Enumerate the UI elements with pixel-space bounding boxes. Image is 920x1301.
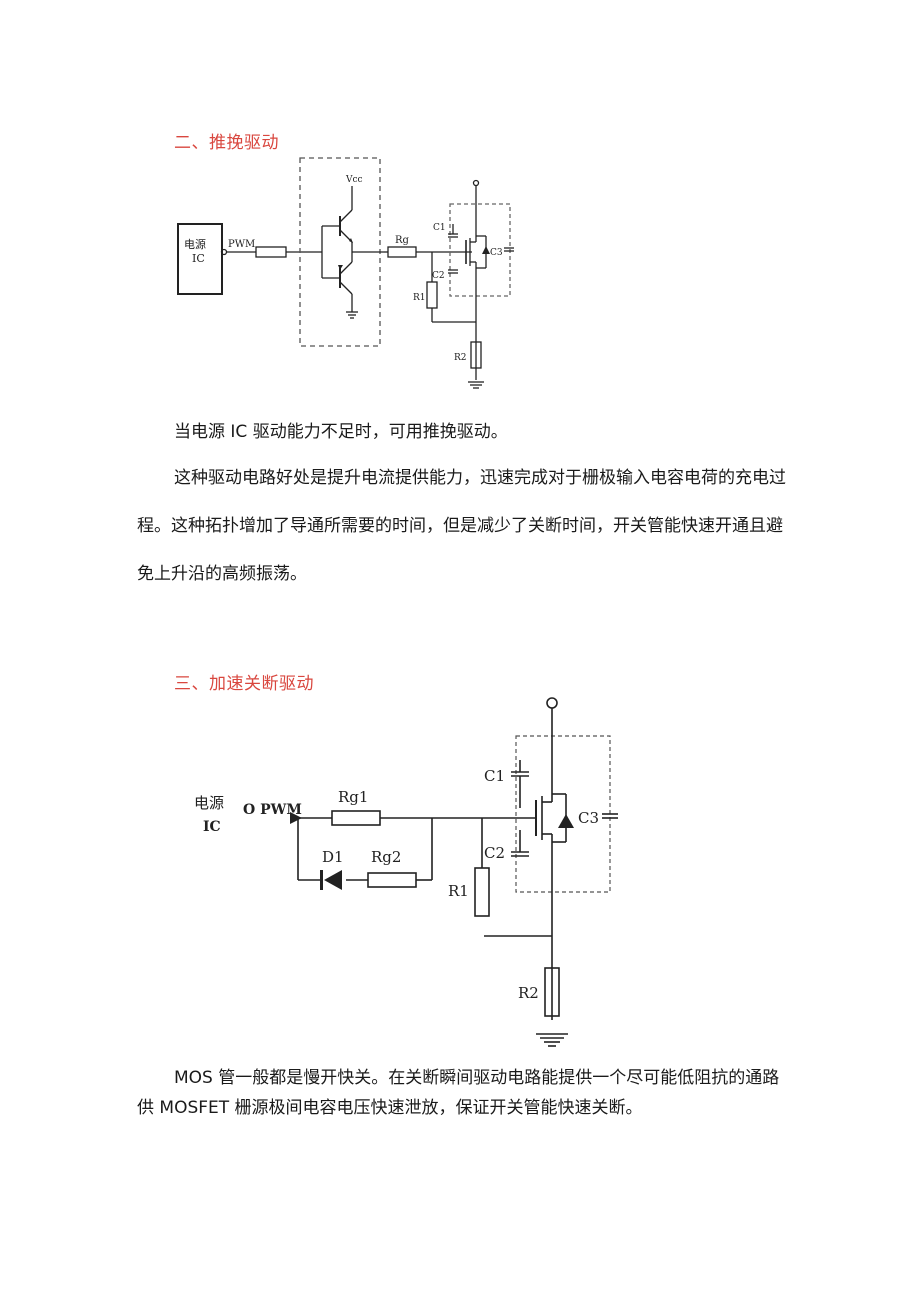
c2-label: C2 <box>432 271 445 281</box>
c2-label: C2 <box>484 844 505 862</box>
pwm-label: O PWM <box>243 802 302 818</box>
r1-label: R1 <box>413 293 426 303</box>
ic-label-line1: 电源 <box>194 794 224 812</box>
r2-label: R2 <box>454 353 467 363</box>
push-pull-circuit-diagram: 电源 IC PWM Vcc Rg C1 C2 C3 R1 R2 <box>177 157 514 389</box>
section-3-paragraph-line-1: MOS 管一般都是慢开快关。在关断瞬间驱动电路能提供一个尽可能低阻抗的通路 <box>174 1068 780 1088</box>
r2-label: R2 <box>518 984 539 1002</box>
ic-label-line1: 电源 <box>184 237 206 251</box>
fast-turnoff-circuit-diagram: 电源 IC O PWM Rg1 Rg2 D1 C1 C2 C3 R1 R2 <box>194 697 618 1047</box>
pwm-label: PWM <box>228 239 255 250</box>
c1-label: C1 <box>484 767 505 785</box>
rg2-label: Rg2 <box>371 848 401 866</box>
section-2-paragraph-1: 当电源 IC 驱动能力不足时，可用推挽驱动。 <box>174 422 508 442</box>
rg1-label: Rg1 <box>338 788 368 806</box>
c3-label: C3 <box>490 248 503 258</box>
section-2-paragraph-2-line-1: 这种驱动电路好处是提升电流提供能力，迅速完成对于栅极输入电容电荷的充电过 <box>174 468 786 488</box>
c1-label: C1 <box>433 223 446 233</box>
vcc-label: Vcc <box>345 175 363 185</box>
section-3-paragraph-line-2: 供 MOSFET 栅源极间电容电压快速泄放，保证开关管能快速关断。 <box>137 1098 643 1118</box>
rg-label: Rg <box>395 235 410 246</box>
section-2-heading: 二、推挽驱动 <box>174 133 279 153</box>
c3-label: C3 <box>578 809 599 827</box>
section-3-heading: 三、加速关断驱动 <box>174 674 314 694</box>
section-2-paragraph-2-line-2: 程。这种拓扑增加了导通所需要的时间，但是减少了关断时间，开关管能快速开通且避 <box>137 516 783 536</box>
ic-label-line2: IC <box>192 252 205 265</box>
section-2-paragraph-2-line-3: 免上升沿的高频振荡。 <box>137 564 307 584</box>
r1-label: R1 <box>448 882 469 900</box>
d1-label: D1 <box>322 848 344 866</box>
ic-label-line2: IC <box>203 819 221 835</box>
